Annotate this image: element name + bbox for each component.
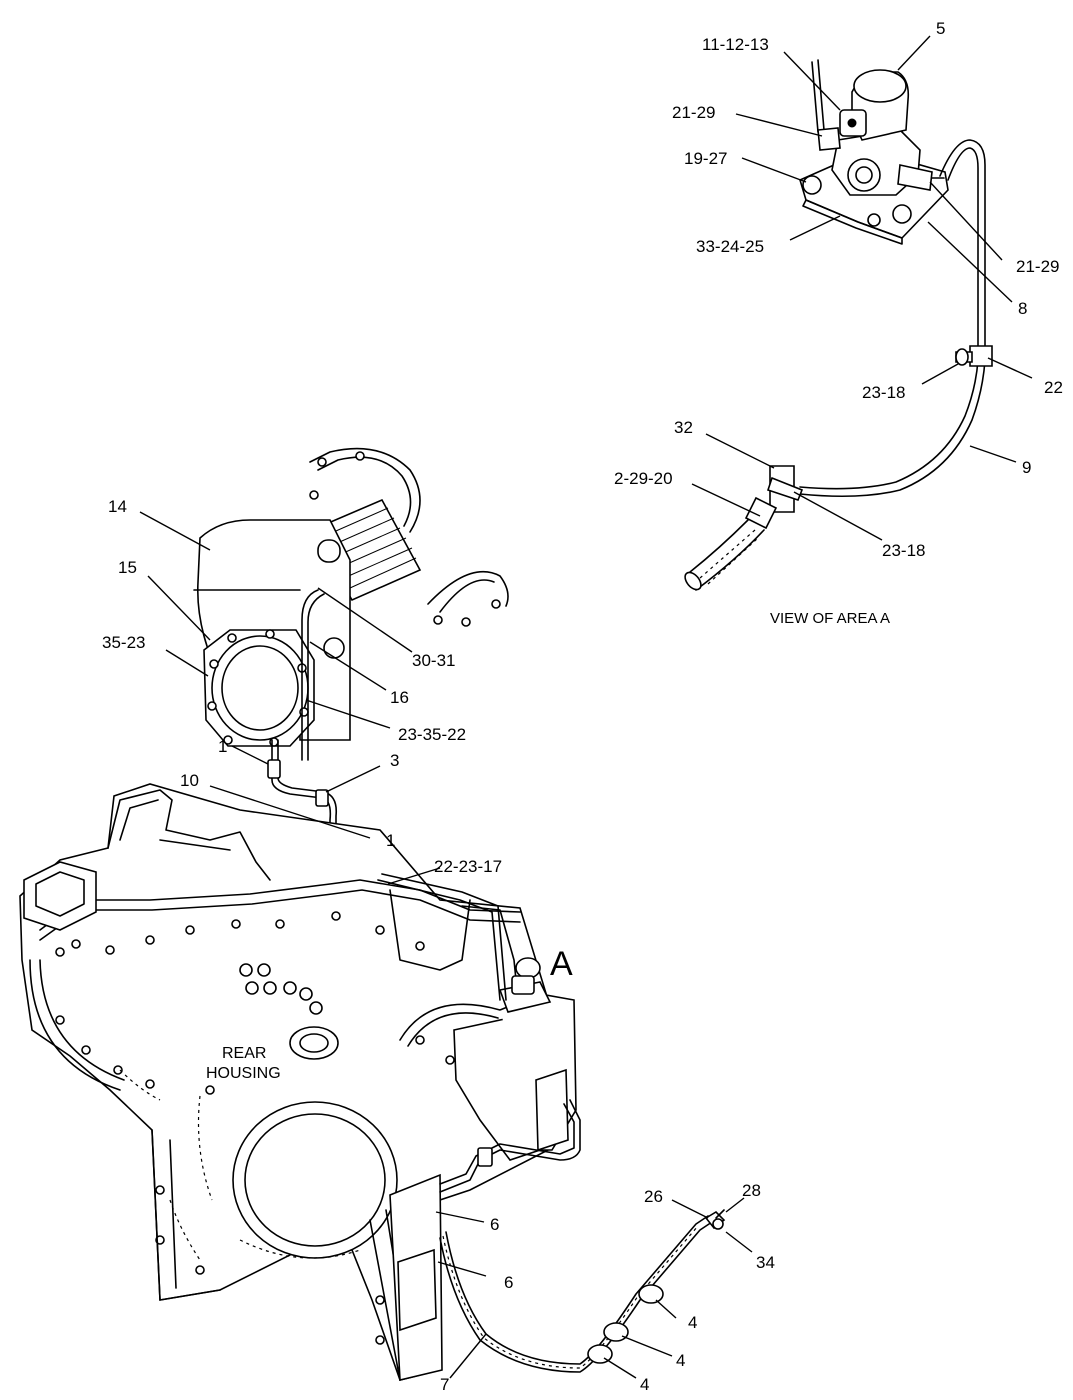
- callout-22: 22: [1044, 378, 1063, 397]
- callout-1-lower: 1: [386, 831, 395, 850]
- rear-housing-label-line2: HOUSING: [206, 1065, 281, 1082]
- callout-10: 10: [180, 771, 199, 790]
- air-elbow-assembly: [193, 447, 509, 881]
- callout-15: 15: [118, 558, 137, 577]
- callout-23-18-top: 23-18: [862, 383, 905, 402]
- callout-11-12-13: 11-12-13: [702, 35, 769, 54]
- callout-7: 7: [440, 1375, 449, 1394]
- callout-34: 34: [756, 1253, 775, 1272]
- callout-32: 32: [674, 418, 693, 437]
- callout-33-24-25: 33-24-25: [696, 237, 764, 256]
- rear-housing: [19, 783, 581, 1382]
- callout-14: 14: [108, 497, 127, 516]
- callout-9: 9: [1022, 458, 1031, 477]
- area-a-marker: A: [550, 945, 573, 983]
- callout-labels: 5 11-12-13 21-29 19-27 21-29 33-24-25 8 …: [102, 19, 1063, 1394]
- callout-28: 28: [742, 1181, 761, 1200]
- rear-housing-label-line1: REAR: [222, 1045, 266, 1062]
- callout-6-upper: 6: [490, 1215, 499, 1234]
- callout-35-23: 35-23: [102, 633, 145, 652]
- callout-8: 8: [1018, 299, 1027, 318]
- callout-6-lower: 6: [504, 1273, 513, 1292]
- callout-23-18-bottom: 23-18: [882, 541, 925, 560]
- callout-30-31: 30-31: [412, 651, 455, 670]
- callout-2-29-20: 2-29-20: [614, 469, 673, 488]
- leader-lines: [139, 35, 1033, 1379]
- callout-1-upper: 1: [218, 737, 227, 756]
- callout-26: 26: [644, 1187, 663, 1206]
- callout-5: 5: [936, 19, 945, 38]
- callout-19-27: 19-27: [684, 149, 727, 168]
- callout-4-middle: 4: [676, 1351, 685, 1370]
- callout-22-23-17: 22-23-17: [434, 857, 502, 876]
- callout-4-upper: 4: [688, 1313, 697, 1332]
- callout-21-29-top: 21-29: [672, 103, 715, 122]
- callout-21-29-right: 21-29: [1016, 257, 1059, 276]
- callout-4-lower: 4: [640, 1375, 649, 1394]
- callout-23-35-22: 23-35-22: [398, 725, 466, 744]
- callout-16: 16: [390, 688, 409, 707]
- callout-3: 3: [390, 751, 399, 770]
- detail-view-area-a: [684, 59, 993, 591]
- hose-harness: [439, 1209, 726, 1373]
- view-caption: VIEW OF AREA A: [770, 610, 890, 627]
